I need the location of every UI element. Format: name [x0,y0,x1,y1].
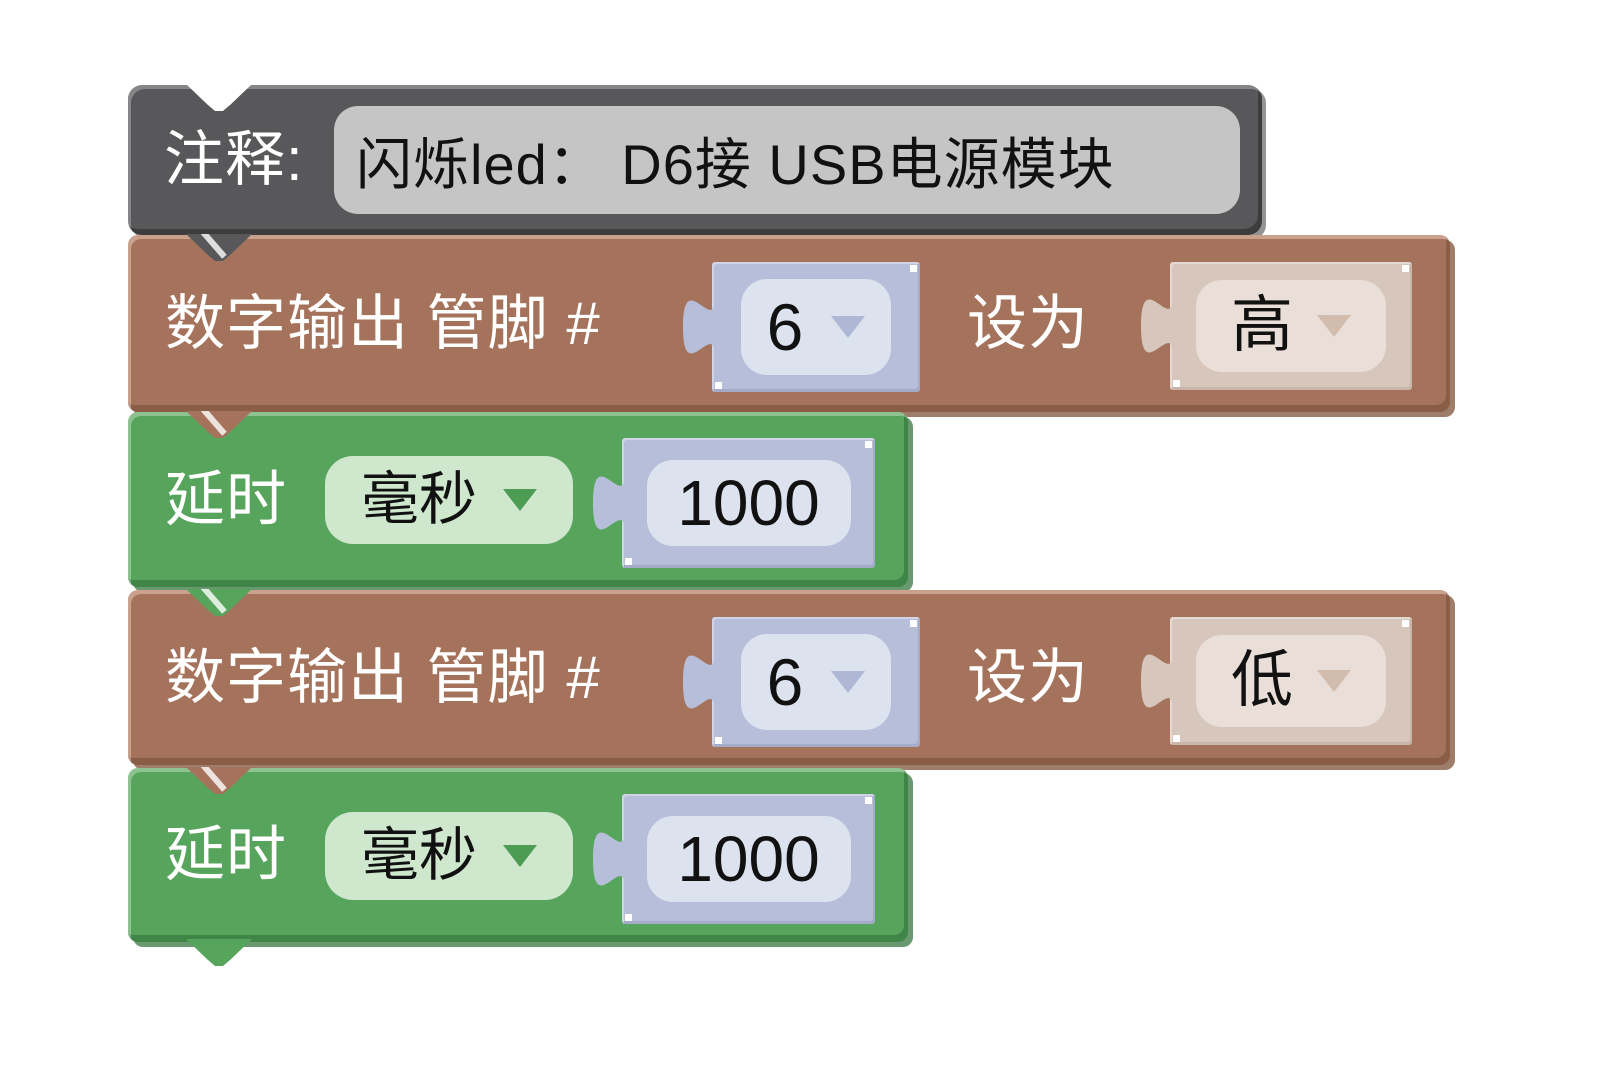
level-value: 低 [1230,646,1293,715]
dropdown-arrow-icon [503,845,537,867]
delay-block-2[interactable]: 延时 毫秒 1000 [128,768,908,942]
level-value: 高 [1230,291,1293,360]
duration-value-block[interactable]: 1000 [593,438,875,568]
puzzle-tab-icon [593,468,625,538]
comment-block[interactable]: 注释: 闪烁led： D6接 USB电源模块 [128,85,1262,235]
corner-speck [715,382,722,389]
corner-speck [910,620,917,627]
delay-label: 延时 [165,465,287,533]
level-dropdown[interactable]: 低 [1196,635,1386,727]
puzzle-tab-icon [1141,646,1173,716]
unit-dropdown[interactable]: 毫秒 [325,456,573,544]
digital-write-block-2[interactable]: 数字输出 管脚 # 6 设为 低 [128,590,1450,765]
corner-speck [1173,735,1180,742]
comment-text: 闪烁led： D6接 USB电源模块 [356,132,1115,196]
duration-value: 1000 [677,823,820,895]
digital-write-label: 数字输出 管脚 # [165,643,601,711]
duration-input[interactable]: 1000 [646,816,851,902]
digital-write-block-1[interactable]: 数字输出 管脚 # 6 设为 高 [128,235,1450,412]
puzzle-tab-icon [683,647,715,717]
corner-speck [865,797,872,804]
bottom-connector-bump [186,939,252,966]
corner-speck [1173,380,1180,387]
level-value-block[interactable]: 高 [1141,262,1412,390]
duration-input[interactable]: 1000 [646,460,851,546]
puzzle-tab-icon [593,824,625,894]
unit-dropdown[interactable]: 毫秒 [325,812,573,900]
pin-dropdown[interactable]: 6 [741,279,891,375]
level-value-block[interactable]: 低 [1141,617,1412,745]
set-as-label: 设为 [967,289,1089,357]
corner-speck [625,558,632,565]
corner-speck [910,265,917,272]
digital-write-label: 数字输出 管脚 # [165,289,601,357]
duration-value: 1000 [677,467,820,539]
pin-value-block[interactable]: 6 [683,617,920,747]
dropdown-arrow-icon [831,671,866,693]
pin-value: 6 [766,290,804,364]
comment-text-field[interactable]: 闪烁led： D6接 USB电源模块 [334,106,1240,214]
pin-value-block[interactable]: 6 [683,262,920,392]
corner-speck [715,737,722,744]
pin-value: 6 [766,645,804,719]
corner-speck [1402,265,1409,272]
unit-value: 毫秒 [360,823,477,888]
unit-value: 毫秒 [360,467,477,532]
delay-label: 延时 [165,821,287,888]
dropdown-arrow-icon [831,316,866,338]
corner-speck [625,914,632,921]
comment-label: 注释: [164,126,304,193]
dropdown-arrow-icon [1317,670,1351,692]
set-as-label: 设为 [967,643,1089,711]
puzzle-tab-icon [1141,291,1173,361]
pin-dropdown[interactable]: 6 [741,634,891,730]
duration-value-block[interactable]: 1000 [593,794,875,924]
delay-block-1[interactable]: 延时 毫秒 1000 [128,412,908,587]
dropdown-arrow-icon [503,489,537,511]
corner-speck [865,441,872,448]
puzzle-tab-icon [683,292,715,362]
level-dropdown[interactable]: 高 [1196,280,1386,372]
corner-speck [1402,620,1409,627]
dropdown-arrow-icon [1317,315,1351,337]
